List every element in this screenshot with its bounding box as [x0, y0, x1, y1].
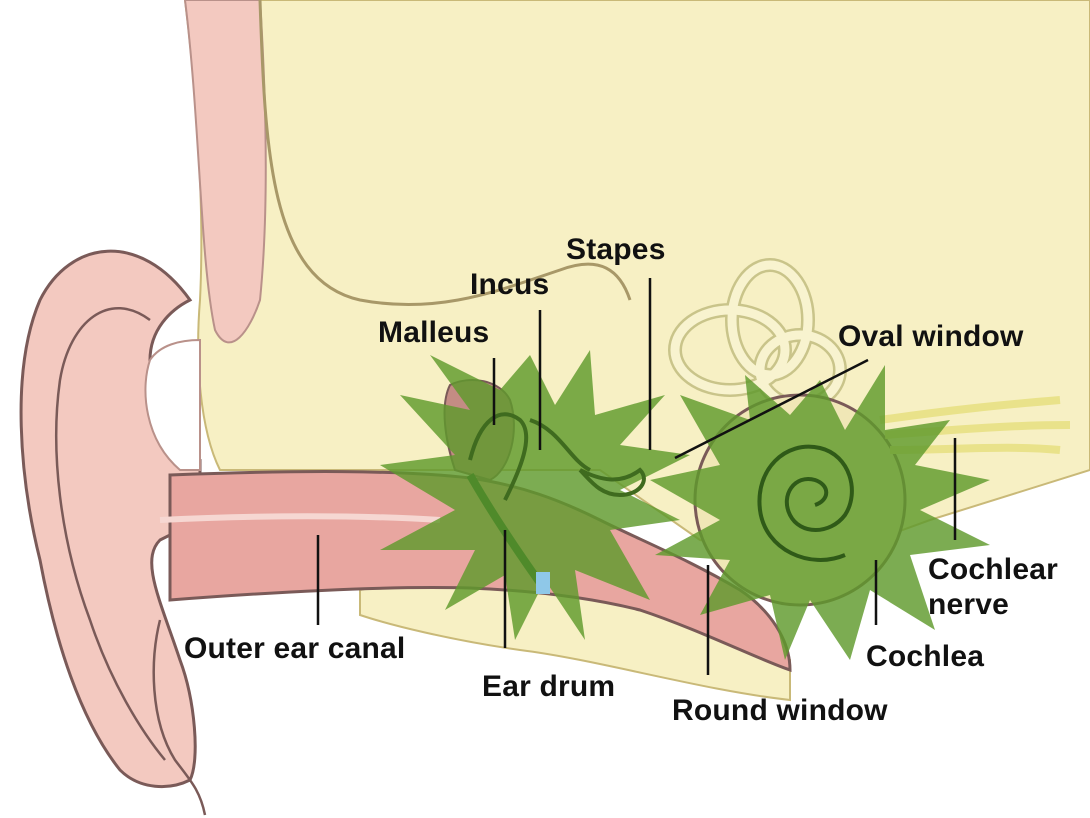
label-malleus: Malleus [378, 318, 489, 348]
label-cochlea: Cochlea [866, 642, 984, 672]
skin-layer [185, 0, 266, 342]
label-round-window: Round window [672, 696, 888, 726]
label-outer-ear-canal: Outer ear canal [184, 634, 405, 664]
ear-drum-blue-mark [536, 572, 550, 594]
label-stapes: Stapes [566, 235, 666, 265]
label-oval-window: Oval window [838, 322, 1024, 352]
label-incus: Incus [470, 270, 549, 300]
label-cochlear-nerve-line2: nerve [928, 590, 1009, 620]
label-cochlear-nerve-line1: Cochlear [928, 555, 1058, 585]
label-ear-drum: Ear drum [482, 672, 615, 702]
